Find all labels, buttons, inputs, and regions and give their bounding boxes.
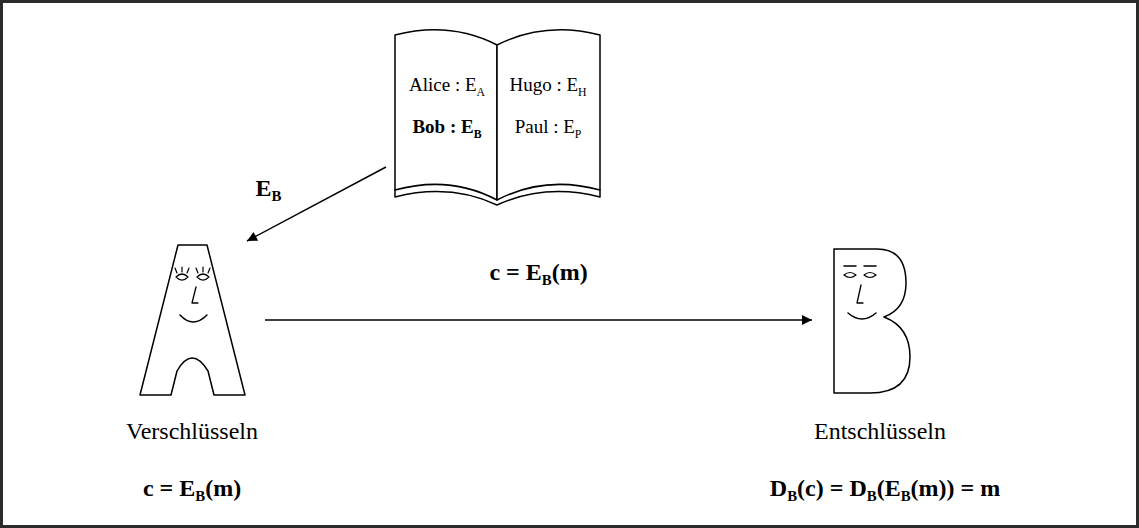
key-directory-book: Alice : EA Bob : EB Hugo : EH Paul : EP bbox=[390, 15, 605, 205]
directory-entry: Bob : EB bbox=[412, 116, 481, 141]
text-run: (m) bbox=[552, 259, 588, 285]
subscript-run: B bbox=[787, 488, 797, 504]
directory-entry: Hugo : EH bbox=[509, 74, 586, 99]
subscript-run: B bbox=[542, 272, 552, 288]
key-directory-book-outline bbox=[390, 15, 605, 205]
text-run: E bbox=[256, 175, 272, 201]
text-run: c = E bbox=[143, 475, 195, 501]
smile bbox=[848, 313, 876, 319]
smile bbox=[180, 315, 207, 322]
eyebrows bbox=[844, 265, 876, 267]
formula: DB(c) = DB(EB(m)) = m bbox=[770, 475, 1000, 506]
subscript-run: B bbox=[901, 488, 911, 504]
text-run: (c) = D bbox=[797, 475, 867, 501]
text-run: c = E bbox=[489, 259, 541, 285]
text-run: Verschlüsseln bbox=[126, 418, 258, 444]
directory-entry: Paul : EP bbox=[515, 116, 582, 141]
formula: c = EB(m) bbox=[143, 475, 241, 506]
bob-figure: EntschlüsselnDB(c) = DB(EB(m)) = m bbox=[832, 247, 912, 395]
role-caption: Verschlüsseln bbox=[126, 418, 258, 446]
text-run: (m) bbox=[205, 475, 241, 501]
text-run: Entschlüsseln bbox=[814, 418, 946, 444]
alice-figure: Verschlüsselnc = EB(m) bbox=[140, 245, 245, 395]
subscript-run: B bbox=[474, 128, 482, 141]
key-lookup-arrow bbox=[247, 167, 386, 241]
subscript-run: H bbox=[578, 86, 587, 99]
text-run: D bbox=[770, 475, 787, 501]
book-cover-edge bbox=[395, 190, 600, 205]
eyelashes bbox=[175, 267, 210, 273]
subscript-run: B bbox=[272, 188, 282, 204]
edge-label: c = EB(m) bbox=[486, 259, 590, 290]
text-run: Bob : E bbox=[412, 116, 473, 137]
nose bbox=[192, 287, 198, 303]
role-caption: Entschlüsseln bbox=[814, 418, 946, 446]
bob-figure-outline bbox=[832, 247, 912, 395]
text-run: (m)) = m bbox=[911, 475, 1001, 501]
text-run: Hugo : E bbox=[509, 74, 578, 95]
letter-b-outline bbox=[834, 249, 910, 393]
text-run: Alice : E bbox=[409, 74, 477, 95]
book-left-page bbox=[395, 30, 497, 200]
letter-a-outline bbox=[140, 245, 245, 395]
subscript-run: B bbox=[867, 488, 877, 504]
eyes bbox=[176, 274, 209, 280]
directory-entry: Alice : EA bbox=[409, 74, 485, 99]
eyes bbox=[844, 273, 876, 278]
text-run: Paul : E bbox=[515, 116, 575, 137]
message-arrow bbox=[265, 319, 812, 321]
subscript-run: A bbox=[477, 86, 486, 99]
subscript-run: P bbox=[575, 128, 582, 141]
alice-figure-outline bbox=[140, 245, 245, 395]
text-run: (E bbox=[877, 475, 901, 501]
book-right-page bbox=[497, 30, 600, 200]
subscript-run: B bbox=[195, 488, 205, 504]
nose bbox=[857, 285, 863, 303]
edge-label: EB bbox=[253, 175, 285, 206]
